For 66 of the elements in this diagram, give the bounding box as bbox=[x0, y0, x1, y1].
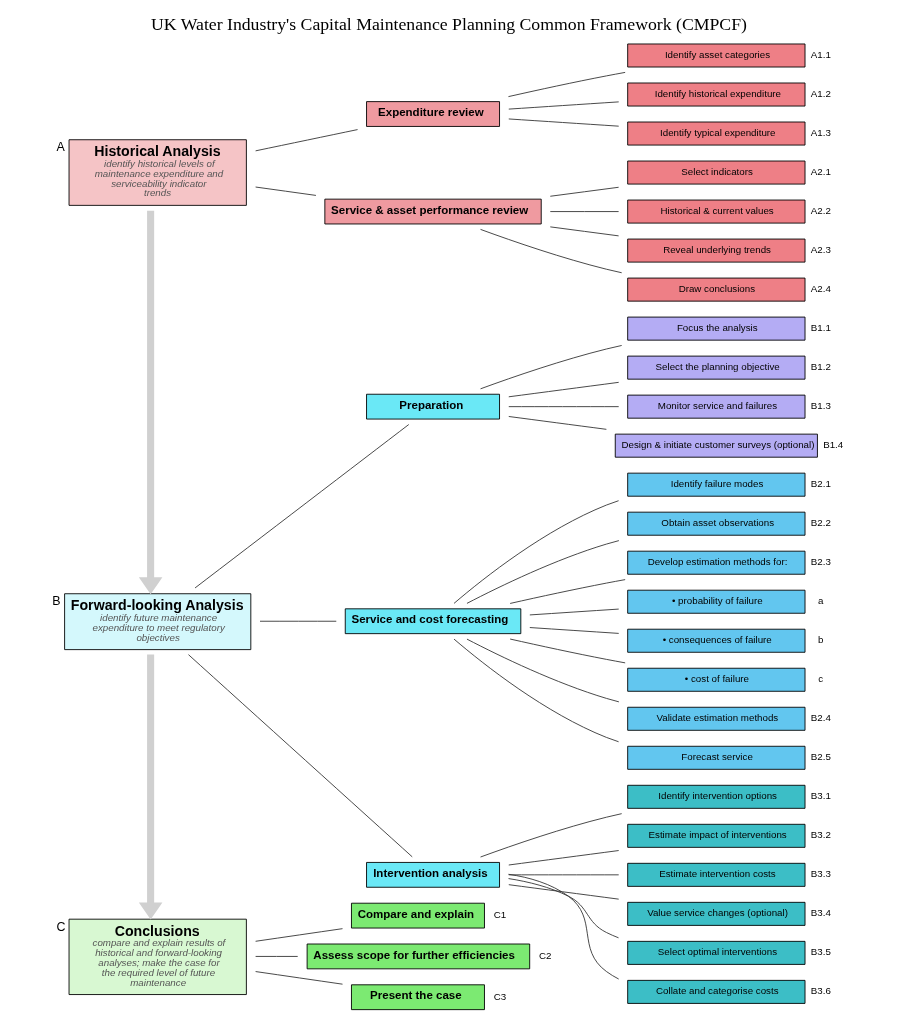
connector bbox=[508, 850, 620, 866]
connector bbox=[453, 500, 620, 604]
node-label: b bbox=[817, 634, 824, 646]
connector bbox=[508, 878, 619, 939]
node-label: B2.2 bbox=[810, 517, 831, 529]
connector bbox=[466, 540, 620, 604]
connector bbox=[480, 813, 623, 858]
connector bbox=[480, 228, 623, 274]
node-label: A bbox=[56, 140, 65, 155]
node-label: B1.2 bbox=[810, 361, 831, 373]
node-label: B1.1 bbox=[810, 322, 831, 334]
connector bbox=[255, 971, 343, 985]
node-label: C bbox=[56, 919, 66, 934]
connector bbox=[508, 101, 620, 110]
node-label: C2 bbox=[539, 949, 552, 961]
node-label: B1.4 bbox=[823, 439, 844, 451]
connector bbox=[508, 884, 620, 900]
connector bbox=[255, 186, 317, 196]
connector bbox=[508, 416, 607, 430]
connector bbox=[453, 638, 620, 743]
connector bbox=[549, 186, 620, 197]
connector bbox=[549, 211, 620, 212]
node-label: A1.2 bbox=[810, 88, 831, 99]
connector bbox=[509, 579, 626, 604]
arrow bbox=[138, 210, 163, 595]
connector bbox=[255, 955, 299, 957]
connector bbox=[509, 638, 626, 664]
connector bbox=[508, 406, 620, 408]
node-label: B bbox=[52, 594, 61, 609]
node-label: C1 bbox=[493, 909, 507, 921]
node-label: B3.1 bbox=[810, 790, 831, 802]
connector bbox=[194, 424, 410, 589]
node-label: a bbox=[817, 595, 824, 607]
node-label: B3.4 bbox=[810, 907, 831, 919]
connector bbox=[466, 638, 620, 703]
node-label: B2.1 bbox=[810, 478, 831, 490]
connector bbox=[508, 381, 620, 398]
node-label: B2.4 bbox=[810, 712, 831, 724]
connector bbox=[259, 620, 337, 622]
connector bbox=[480, 345, 623, 390]
node-label: A2.3 bbox=[810, 244, 831, 256]
connector bbox=[188, 654, 413, 858]
node-label: A2.1 bbox=[810, 166, 831, 178]
node-label: c bbox=[818, 673, 824, 685]
node-label: B2.3 bbox=[810, 556, 831, 568]
node-label: A1.1 bbox=[810, 48, 831, 60]
node-label: C3 bbox=[493, 990, 507, 1002]
connector bbox=[529, 627, 620, 634]
node-label: A1.3 bbox=[810, 127, 831, 139]
connector bbox=[549, 226, 620, 237]
diagram-title: UK Water Industry's Capital Maintenance Planning Common Framework (CMPCF) bbox=[151, 13, 747, 34]
connector bbox=[508, 873, 620, 980]
node-label: B2.5 bbox=[810, 751, 831, 763]
node-label: A2.4 bbox=[810, 283, 831, 295]
connector bbox=[508, 118, 620, 127]
node-label: B3.3 bbox=[810, 868, 831, 880]
connector bbox=[255, 928, 343, 942]
connector bbox=[255, 129, 359, 152]
connector bbox=[508, 71, 626, 98]
node-label: B3.5 bbox=[810, 946, 831, 958]
node-label: A2.2 bbox=[810, 205, 831, 217]
arrow bbox=[138, 654, 163, 920]
node-label: B3.2 bbox=[810, 829, 831, 841]
connector bbox=[529, 608, 620, 616]
node-label: B1.3 bbox=[810, 400, 831, 412]
node-label: B3.6 bbox=[810, 985, 831, 997]
